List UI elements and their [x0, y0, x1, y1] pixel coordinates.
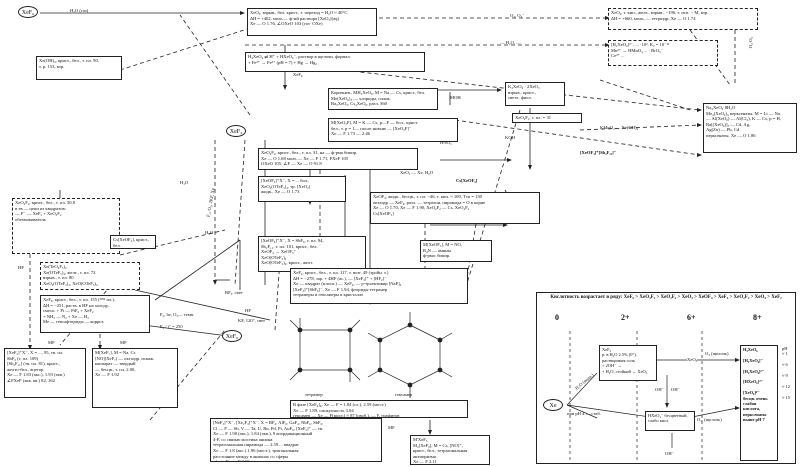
- reaction-label-o3: O₃, O₃⁻: [510, 13, 525, 18]
- reaction-label-f2-light: F₂, hν, O₂— темп.: [160, 312, 195, 317]
- mxeof5-box: M[XeOF₅], M = NO, R₄N — амины ф-рма: бип…: [420, 240, 492, 262]
- reaction-label-hno3: HNO₃: [440, 140, 452, 145]
- inset-label-ph4: при pH 4 — стаб.: [567, 411, 601, 416]
- inset-label-oh-1: OH⁻: [671, 387, 681, 392]
- inset-title: Кислотность возрастает в ряду: XeF₆ > Xe…: [550, 295, 782, 300]
- hxeo4-inset-box: HXeO₄⁻ бесцветный, слабо кисл.: [645, 411, 695, 431]
- reaction-label-mf-1: MF: [48, 340, 55, 345]
- xe-oh4-box: Xe(OH)₄, крист., бел., т. пл. 90, т. р. …: [36, 56, 122, 80]
- inset-xeo3-label: XeO₃: [687, 357, 698, 362]
- tetramer-label: тетрамер: [305, 392, 323, 397]
- cs-xeof5-small-box: Cs[XeOF₅], крист., бел.: [110, 235, 156, 249]
- reaction-label-h2o-left: H₂O: [180, 180, 189, 185]
- ph-column: pH ≈ 1 ≈ 6 ≈ 9 ≈ 12 ≈ 15: [780, 345, 795, 461]
- reaction-label-hf: HF: [18, 265, 24, 270]
- reaction-label-kmno4: KMnO₄ — Xe(OH)₄: [600, 125, 639, 130]
- reaction-label-xef6: XeF₆: [293, 72, 303, 77]
- xenon-tetrafluoride-node: XeF₄: [226, 125, 246, 137]
- perxenic-acid-column: H₄XeO₆ [H₃XeO₆]⁻ [H₂XeO₆]²⁻ [HXeO₆]³⁻ [X…: [740, 345, 778, 461]
- xeof3-ion-box: [XeOF₃]⁺X⁻, X = ... бол., XeO₂(OTeF₅)₂, …: [258, 176, 346, 202]
- reaction-label-moh: MOH: [450, 95, 461, 100]
- reaction-label-bf3: BF₃, свет: [225, 290, 243, 295]
- cs-xeof5-label: Cs[XeOF₅]: [456, 178, 478, 183]
- perxenate-ion-box: [H₂XeO₆]²⁻, ... ·10², K₂ = 10⁻¹¹ Mn²⁺ → …: [608, 40, 718, 66]
- metal-perxenate-box: Коричнев., MH₃XeO₆, M = Na — Cs, крист.,…: [328, 88, 438, 110]
- xeof3-sb2f11-label: [XeOF₃]⁺[Sb₂F₁₁]⁻: [580, 150, 617, 155]
- xef-cation-box: [NeF₃]⁺X⁻, [Xe₂F₃]⁺X⁻, X = BF₄, AlF₆, Ga…: [210, 418, 382, 462]
- xenon-hexafluoride-node: XeF₆: [18, 6, 38, 18]
- reaction-label-xeo3: XeO₃ — Xe, H₂O: [400, 170, 434, 175]
- sodium-perxenate-box: Na₄XeO₆·8H₂O Me₄(XeO₆)₃ перксенаты, M = …: [703, 103, 797, 153]
- xef5-salt-box: [XeF₅]⁺X⁻, X = ..., 95, тв. пл. SbF₆ (т.…: [4, 348, 86, 398]
- xenon-inset-node: Xe: [543, 399, 563, 411]
- xe-tef5-box: Xe(TeO₆F₅)₂ Xe(OTeF₅)₄, желт., т. пл. 72…: [40, 262, 140, 290]
- reaction-label-o2: O₂·O₃: [748, 36, 754, 49]
- oxidation-state-2: 2+: [621, 313, 630, 322]
- xeo3-box: XeO₃, взрыв., бел. крист., т. переход = …: [247, 8, 377, 36]
- reaction-label-mf-2: MF: [120, 340, 127, 345]
- xef6-box: XeF₆, крист., бел., т. пл. 155 (¹²⁹¹ пл.…: [40, 295, 150, 333]
- xeo2f2-chain-box: XeO₂F₂, крист., бел., т. пл. 30.8 в тв —…: [12, 198, 120, 254]
- reaction-label-hf-mid: HF: [245, 308, 251, 313]
- reaction-label-h2o-mid: H₂O: [205, 230, 214, 235]
- xeof4-box: XeOF₄, жидк., бесцв., т. пл. −46, т. кип…: [370, 192, 540, 224]
- xef4-box: XeF₄, крист., бел., т. пл. 117, т. возг.…: [290, 268, 468, 304]
- xeo2f2-box: XeO₂F₂, крист., бел., т. пл. 31, на — ф-…: [258, 148, 418, 170]
- oxidation-state-6: 6+: [687, 313, 696, 322]
- acidity-inset-panel: Кислотность возрастает в ряду: XeF₆ > Xe…: [536, 292, 796, 464]
- mxef5-box: M'XeF₅ M₂[XeF₈], M = Cs, [NO]⁺, крист., …: [410, 435, 490, 465]
- inset-label-oh-2: OH⁻: [655, 387, 665, 392]
- xeo2f2-short-box: XeO₂F₂, т. пл. = 31: [512, 113, 582, 123]
- inset-label-o3-alk: O₃, (щелочь): [697, 417, 722, 422]
- reaction-label-mf-3: MF: [388, 425, 395, 430]
- xenon-hexafluoride-mid-node: XeF₆: [222, 330, 242, 342]
- reaction-label-koh: KOH: [505, 135, 515, 140]
- inset-label-oh-bottom: OH⁻: [665, 451, 675, 456]
- oxidation-state-8: 8+: [753, 313, 762, 322]
- h4xeo6-box: H₄XeO₆ ⇌ H⁺ + HXeO₆⁻, раствор в щелочи, …: [245, 52, 425, 72]
- mxef7-box: M[XeF₇], M = Na, Cs [NO][XeF₇] — октаэдр…: [92, 348, 178, 408]
- reaction-label-ho2: — H₂O, —: [500, 40, 521, 45]
- mxeo3f-box: M[XeO₃F], M = K — Cs, р—F — бол., крист.…: [328, 118, 458, 142]
- reaction-label-h2o: H₂O (газ): [70, 8, 89, 13]
- reaction-label-pt: F₂ / t° = 250: [160, 324, 183, 329]
- reaction-label-kf: KF, 120°, свет: [238, 318, 266, 323]
- hexamer-label: гексамер: [395, 392, 413, 397]
- xef6-tetramer-box: В фазе [XeF₆]₄, Xe — F = 1.84 (сл.), 2.5…: [290, 400, 468, 418]
- xeof3-salt-box: [XeOF₃]⁺X⁻, X = SbF₆, т. пл. 94, Sb₂F₁₁,…: [258, 236, 366, 272]
- xef2-inset-box: XeF₂ р. в H₂O 2.5% (0°), растворимая сол…: [599, 345, 657, 381]
- inset-label-o3: O₃ (щелочь): [705, 351, 729, 356]
- xeo4-box: XeO₄, т. кип., желт., взрыв., −196, т. и…: [608, 8, 758, 30]
- k4xeo6-box: K₄XeO₆ · 2XeO₃ взрыв., крист., светл. фи…: [505, 82, 565, 106]
- oxidation-state-0: 0: [555, 313, 559, 322]
